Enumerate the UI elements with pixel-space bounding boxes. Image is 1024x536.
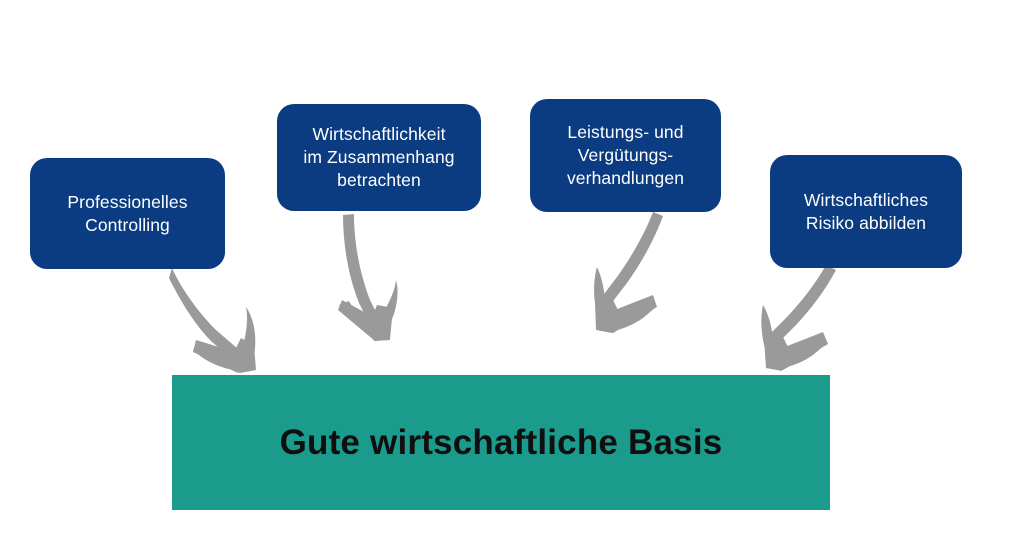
node-label: Wirtschaftliches Risiko abbilden [803, 189, 929, 233]
node-label: Wirtschaftlichkeit im Zusammenhang betra… [303, 124, 455, 190]
node-wirtschaftlichkeit-im-zusammenhang-betrachten[interactable]: Wirtschaftlichkeit im Zusammenhang betra… [277, 104, 481, 211]
arrow-wirtschaftlichkeit-to-banner [338, 214, 398, 341]
node-wirtschaftliches-risiko-abbilden[interactable]: Wirtschaftliches Risiko abbilden [770, 155, 962, 268]
arrow-controlling-to-banner [169, 268, 256, 373]
node-professionelles-controlling[interactable]: Professionelles Controlling [30, 158, 225, 269]
node-label: Leistungs- und Vergütungs- verhandlungen [566, 122, 685, 188]
result-banner: Gute wirtschaftliche Basis [172, 375, 830, 510]
node-label: Professionelles Controlling [67, 191, 188, 235]
arrow-leistungs-to-banner [594, 212, 663, 333]
result-banner-label: Gute wirtschaftliche Basis [279, 422, 723, 462]
arrow-risiko-to-banner [761, 265, 836, 371]
node-leistungs-und-verguetungsverhandlungen[interactable]: Leistungs- und Vergütungs- verhandlungen [530, 99, 721, 212]
